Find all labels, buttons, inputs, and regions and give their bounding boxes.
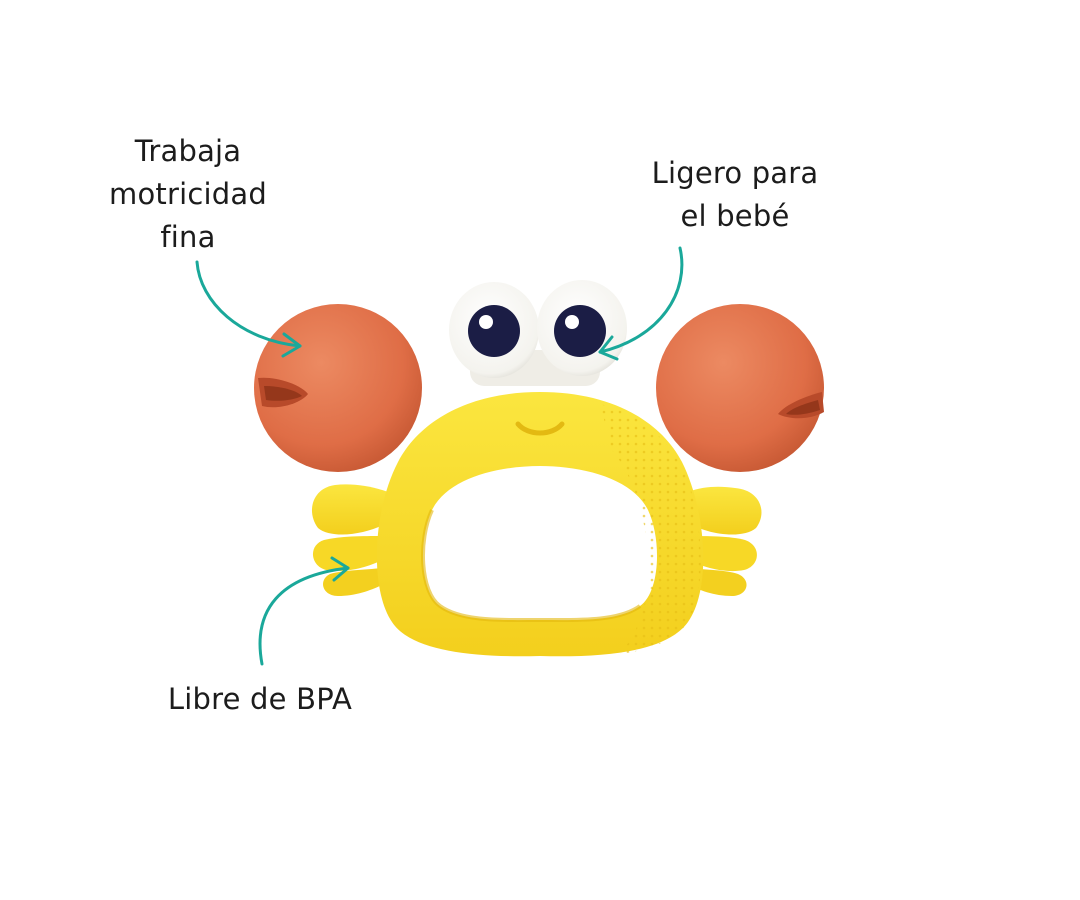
- callout-bpa-free: Libre de BPA: [167, 682, 353, 716]
- callout-fine-motor: Trabaja motricidad fina: [109, 134, 267, 254]
- curved-arrow-icon: [258, 556, 350, 666]
- crab-rattle-toy: [254, 280, 824, 657]
- right-claw-ball: [656, 304, 824, 472]
- right-legs: [686, 486, 762, 596]
- curved-arrow-icon: [598, 246, 684, 361]
- curved-arrow-icon: [195, 260, 302, 358]
- crab-smile: [515, 421, 565, 436]
- texture-dots: [600, 404, 701, 654]
- left-claw-ball: [254, 304, 422, 472]
- callout-lightweight: Ligero para el bebé: [651, 156, 819, 233]
- left-legs: [311, 484, 388, 596]
- crab-eyes: [449, 280, 627, 386]
